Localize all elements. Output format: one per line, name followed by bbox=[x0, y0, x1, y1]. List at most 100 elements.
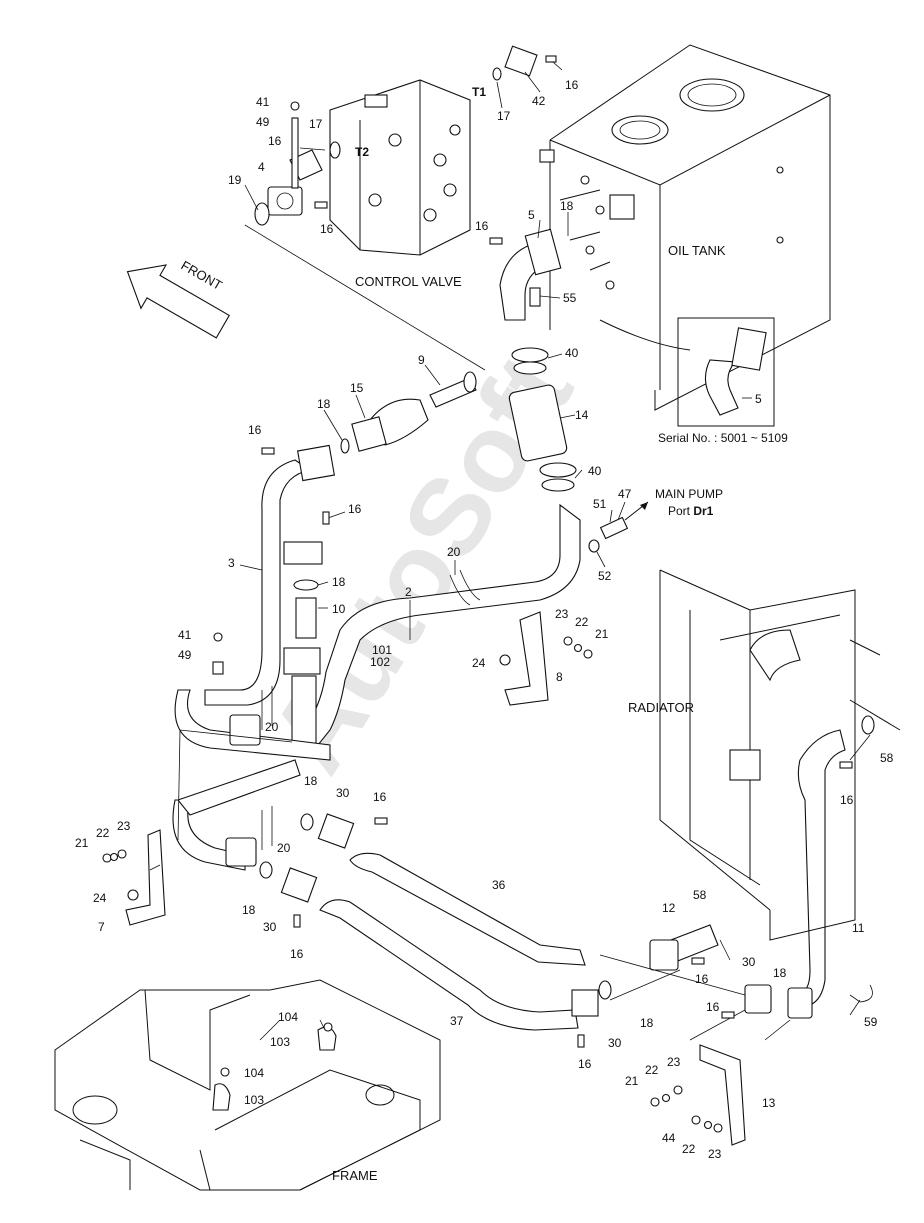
callout-24: 24 bbox=[472, 656, 486, 670]
callout-18: 18 bbox=[640, 1016, 654, 1030]
callout-8: 8 bbox=[556, 670, 563, 684]
callout-36: 36 bbox=[492, 878, 506, 892]
callout-20: 20 bbox=[277, 841, 291, 855]
callout-16: 16 bbox=[475, 219, 489, 233]
callout-24: 24 bbox=[93, 891, 107, 905]
flange-4 bbox=[267, 186, 303, 216]
callout-44: 44 bbox=[662, 1131, 676, 1145]
callout-10: 10 bbox=[332, 602, 346, 616]
callout-3: 3 bbox=[228, 556, 235, 570]
frame-label: FRAME bbox=[332, 1168, 378, 1183]
callout-30: 30 bbox=[742, 955, 756, 969]
callout-21: 21 bbox=[625, 1074, 639, 1088]
callout-102: 102 bbox=[370, 655, 390, 669]
radiator bbox=[659, 569, 901, 941]
callout-51: 51 bbox=[593, 497, 607, 511]
control-valve-label: CONTROL VALVE bbox=[355, 274, 462, 289]
callout-16: 16 bbox=[706, 1000, 720, 1014]
port-prefix: Port bbox=[668, 504, 693, 518]
port-t1-label: T1 bbox=[472, 85, 486, 99]
callout-23: 23 bbox=[555, 607, 569, 621]
callout-23: 23 bbox=[708, 1147, 722, 1161]
bracket-7 bbox=[125, 829, 166, 926]
callout-21: 21 bbox=[75, 836, 89, 850]
oil-tank bbox=[539, 44, 831, 411]
hose-36 bbox=[349, 852, 586, 966]
control-valve bbox=[329, 79, 471, 256]
frame bbox=[54, 979, 441, 1191]
bracket-13 bbox=[699, 1044, 746, 1146]
callout-16: 16 bbox=[578, 1057, 592, 1071]
front-label: FRONT bbox=[179, 258, 225, 293]
callout-18: 18 bbox=[242, 903, 256, 917]
callout-30: 30 bbox=[263, 920, 277, 934]
port-name: Dr1 bbox=[693, 504, 713, 518]
callout-16: 16 bbox=[268, 134, 282, 148]
callout-5: 5 bbox=[528, 208, 535, 222]
pipe-11 bbox=[789, 729, 846, 1009]
fitting-10 bbox=[295, 597, 317, 639]
callout-18: 18 bbox=[332, 575, 346, 589]
callout-12: 12 bbox=[662, 901, 676, 915]
callout-13: 13 bbox=[762, 1096, 776, 1110]
callout-2: 2 bbox=[405, 585, 412, 599]
callout-16: 16 bbox=[248, 423, 262, 437]
hose-37 bbox=[319, 899, 579, 1031]
port-t2-label: T2 bbox=[355, 145, 369, 159]
bracket-8 bbox=[504, 611, 549, 706]
callout-17: 17 bbox=[309, 117, 323, 131]
callout-23: 23 bbox=[117, 819, 131, 833]
callout-41: 41 bbox=[256, 95, 270, 109]
callout-15: 15 bbox=[350, 381, 364, 395]
callout-11: 11 bbox=[852, 921, 865, 935]
callout-16: 16 bbox=[373, 790, 387, 804]
callout-47: 47 bbox=[618, 487, 632, 501]
callout-18: 18 bbox=[773, 966, 787, 980]
leader-lines bbox=[149, 61, 871, 1041]
callout-59: 59 bbox=[864, 1015, 878, 1029]
flange-42 bbox=[504, 45, 538, 77]
callout-16: 16 bbox=[290, 947, 304, 961]
callout-7: 7 bbox=[98, 920, 105, 934]
callout-21: 21 bbox=[595, 627, 609, 641]
callout-16: 16 bbox=[348, 502, 362, 516]
callout-22: 22 bbox=[96, 826, 110, 840]
callout-104: 104 bbox=[244, 1066, 264, 1080]
callout-103: 103 bbox=[270, 1035, 290, 1049]
callout-17: 17 bbox=[497, 109, 511, 123]
callout-104: 104 bbox=[278, 1010, 298, 1024]
callout-55: 55 bbox=[563, 291, 577, 305]
callout-52: 52 bbox=[598, 569, 612, 583]
callout-16: 16 bbox=[695, 972, 709, 986]
callout-58: 58 bbox=[880, 751, 894, 765]
callout-101: 101 bbox=[372, 643, 392, 657]
oil-tank-label: OIL TANK bbox=[668, 243, 726, 258]
callout-30: 30 bbox=[336, 786, 350, 800]
callout-103: 103 bbox=[244, 1093, 264, 1107]
callout-22: 22 bbox=[575, 615, 589, 629]
front-arrow bbox=[126, 264, 231, 339]
hardware bbox=[102, 201, 853, 1133]
callout-19: 19 bbox=[228, 173, 242, 187]
callout-4: 4 bbox=[258, 160, 265, 174]
callout-40: 40 bbox=[588, 464, 602, 478]
callout-22: 22 bbox=[645, 1063, 659, 1077]
callout-23: 23 bbox=[667, 1055, 681, 1069]
callout-41: 41 bbox=[178, 628, 192, 642]
serial-inset-box bbox=[677, 317, 775, 427]
main-pump-label: MAIN PUMP bbox=[655, 487, 723, 501]
callout-20: 20 bbox=[447, 545, 461, 559]
callout-16: 16 bbox=[565, 78, 579, 92]
callout-20: 20 bbox=[265, 720, 279, 734]
callout-30: 30 bbox=[608, 1036, 622, 1050]
pipe-3 bbox=[204, 459, 312, 706]
radiator-label: RADIATOR bbox=[628, 700, 694, 715]
callout-40: 40 bbox=[565, 346, 579, 360]
callout-14: 14 bbox=[575, 408, 589, 422]
inset-callout: 5 bbox=[755, 392, 762, 406]
callout-49: 49 bbox=[256, 115, 270, 129]
callout-16: 16 bbox=[320, 222, 334, 236]
callout-37: 37 bbox=[450, 1014, 464, 1028]
callouts: 16 42 17 41 49 16 17 4 19 16 16 5 18 55 … bbox=[75, 78, 894, 1161]
callout-18: 18 bbox=[560, 199, 574, 213]
